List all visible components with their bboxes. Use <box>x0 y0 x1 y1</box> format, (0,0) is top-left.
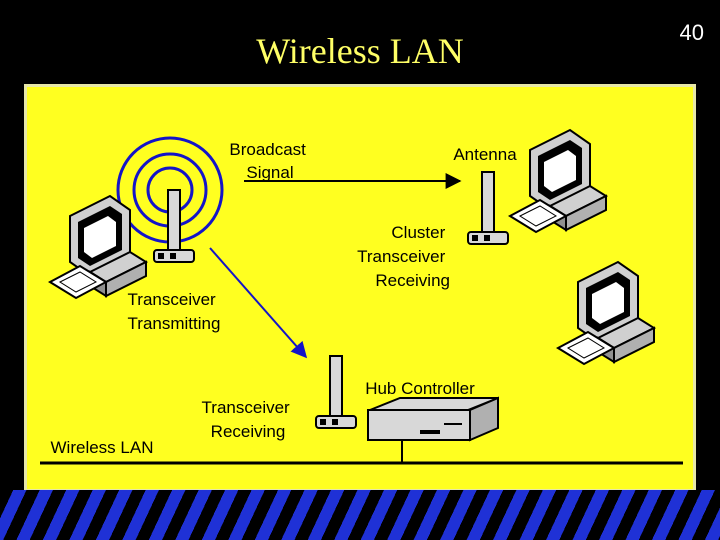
label-transceiver-receiving: Transceiver Receiving <box>202 398 295 441</box>
label-antenna: Antenna <box>453 145 517 164</box>
slide-number: 40 <box>679 20 704 45</box>
antenna-icon-receiving <box>315 355 357 429</box>
label-transceiver-transmitting: Transceiver Transmitting <box>128 290 221 333</box>
label-wireless-lan: Wireless LAN <box>51 438 154 457</box>
computer-icon-left <box>49 195 147 299</box>
label-hub-controller: Hub Controller <box>365 379 475 398</box>
decorative-stripes <box>0 490 720 540</box>
label-broadcast-signal: Broadcast Signal <box>229 140 310 182</box>
hub-device-icon <box>367 396 499 442</box>
transmit-arrow <box>209 247 308 359</box>
computer-icon-right <box>557 261 655 365</box>
antenna-icon-cluster <box>467 171 509 245</box>
slide-title: Wireless LAN <box>256 31 464 71</box>
computer-icon-top-right <box>509 129 607 233</box>
label-cluster: Cluster Transceiver Receiving <box>357 223 450 290</box>
